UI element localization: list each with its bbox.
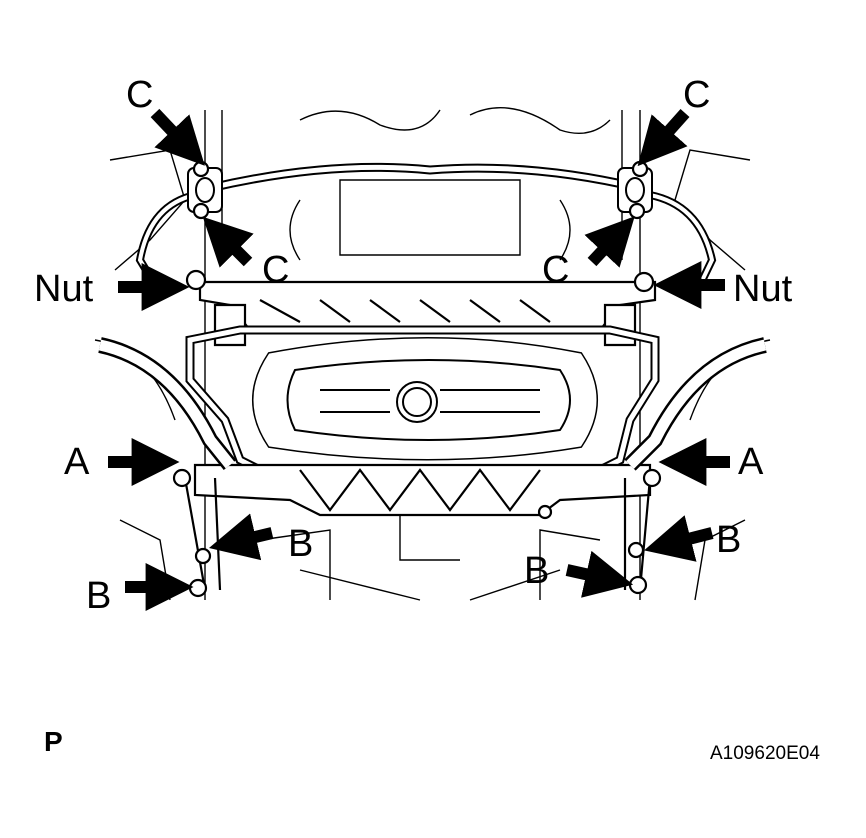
lower-arm-left [98, 337, 237, 591]
bolt-icon [192, 160, 210, 178]
pointer-arrows [108, 108, 730, 611]
suspension-member [185, 325, 660, 475]
label-c-mid-right: C [542, 249, 569, 291]
view-label: P [44, 726, 63, 757]
arrow-icon [565, 550, 634, 598]
rear-cross-beam [193, 463, 652, 517]
oil-pan [252, 337, 598, 461]
label-nut-left: Nut [34, 268, 94, 310]
front-crossmember [198, 280, 657, 347]
label-a-left: A [64, 441, 90, 483]
arrow-icon [584, 216, 635, 268]
bolt-icon [192, 202, 210, 220]
arrow-icon [637, 109, 690, 167]
bolt-icon [631, 160, 649, 178]
label-b-left-upper: B [288, 523, 313, 565]
arrow-icon [202, 216, 254, 268]
bolt-icon [188, 578, 208, 598]
label-b-right-lower: B [524, 550, 549, 592]
bolt-icon [185, 269, 207, 291]
callout-labels: C C C C Nut Nut A A B B B B [34, 74, 793, 617]
label-b-right-upper: B [716, 519, 741, 561]
arrow-icon [150, 108, 205, 166]
bolt-icon [194, 547, 212, 565]
bolt-icon [633, 271, 655, 293]
bolt-icon [537, 504, 553, 520]
arrow-icon [644, 515, 714, 562]
label-b-left-lower: B [86, 575, 111, 617]
bolt-icon [627, 541, 645, 559]
label-a-right: A [738, 441, 764, 483]
stabilizer-bar [135, 162, 717, 288]
bolt-icon [642, 468, 662, 488]
arrow-icon [208, 513, 274, 561]
bolt-icon [628, 575, 648, 595]
label-c-mid-left: C [262, 249, 289, 291]
bolt-icon [172, 468, 192, 488]
label-c-top-right: C [683, 74, 710, 116]
label-c-top-left: C [126, 74, 153, 116]
bolt-icon [628, 202, 646, 220]
label-nut-right: Nut [733, 268, 793, 310]
figure-code: A109620E04 [710, 743, 820, 764]
